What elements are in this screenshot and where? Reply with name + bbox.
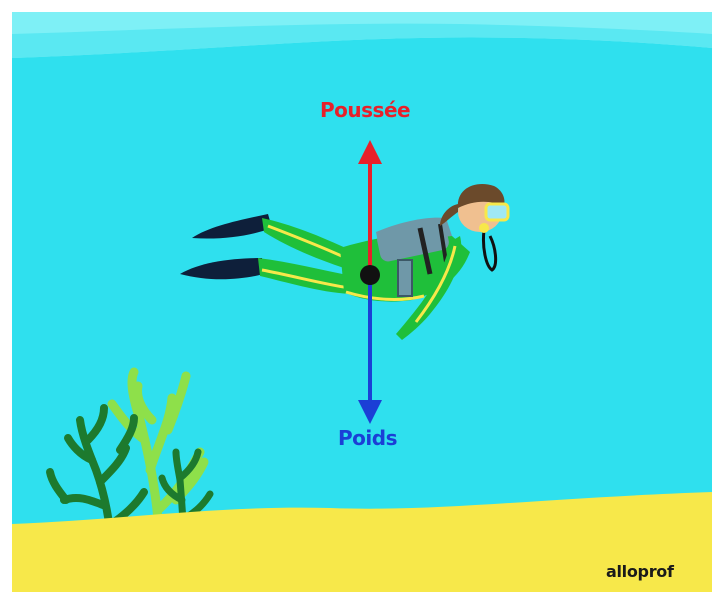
center-of-mass-dot <box>360 265 380 285</box>
brand-logo-text: alloprof <box>606 562 674 581</box>
force-label-down: Poids <box>338 426 397 450</box>
force-label-up: Poussée <box>320 98 410 122</box>
